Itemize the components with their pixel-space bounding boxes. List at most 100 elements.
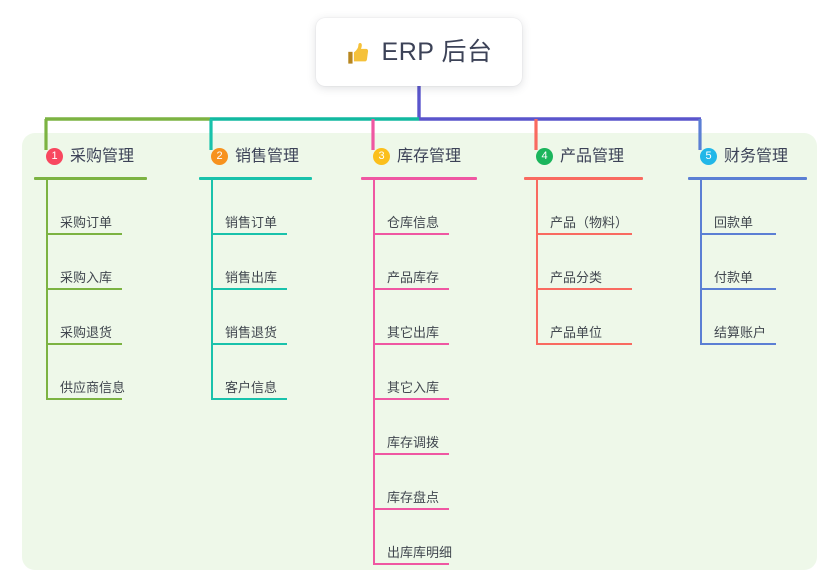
branch-header-2[interactable]: 2 销售管理 [199,144,312,169]
branch-item-underline [46,233,122,235]
branch-item-label: 结算账户 [714,325,767,340]
branch-title: 销售管理 [235,147,300,165]
branch-item[interactable]: 采购订单 [34,180,147,235]
branch-item-underline [211,233,287,235]
root-node[interactable]: ERP 后台 [316,18,522,86]
branch-item[interactable]: 销售出库 [199,235,312,290]
branch-item[interactable]: 其它入库 [361,345,477,400]
branch-spine [46,180,48,400]
branch-number-badge: 4 [536,148,553,165]
branch-item[interactable]: 库存盘点 [361,455,477,510]
branch-item-label: 出库库明细 [387,545,453,560]
branch-item-underline [373,343,449,345]
branch-item-underline [700,343,776,345]
branch-header-5[interactable]: 5 财务管理 [688,144,807,169]
branch-item-underline [373,233,449,235]
branch-item[interactable]: 付款单 [688,235,807,290]
branch-item-underline [211,398,287,400]
branch-item[interactable]: 产品分类 [524,235,643,290]
branch-item-list: 销售订单销售出库销售退货客户信息 [199,180,312,400]
branch-item-underline [373,508,449,510]
branch-item[interactable]: 采购入库 [34,235,147,290]
branch-number-badge: 5 [700,148,717,165]
branch-item-list: 回款单付款单结算账户 [688,180,807,345]
branch-header-4[interactable]: 4 产品管理 [524,144,643,169]
branch-item-label: 付款单 [714,270,754,285]
branch-item[interactable]: 产品单位 [524,290,643,345]
branch-item-underline [46,398,122,400]
branch-header-underline [524,177,643,180]
branch-item-list: 产品（物料） 产品分类产品单位 [524,180,643,345]
branch-item-label: 客户信息 [225,380,278,395]
branch-header-underline [688,177,807,180]
branch-number-badge: 1 [46,148,63,165]
branch-item-underline [211,288,287,290]
branch-item[interactable]: 产品（物料） [524,180,643,235]
branch-item-underline [211,343,287,345]
branch-title: 财务管理 [724,147,789,165]
branch-item[interactable]: 仓库信息 [361,180,477,235]
branch-item[interactable]: 回款单 [688,180,807,235]
branch-item[interactable]: 采购退货 [34,290,147,345]
branch-item[interactable]: 销售退货 [199,290,312,345]
branch-item-label: 采购入库 [60,270,113,285]
branch-number-badge: 2 [211,148,228,165]
branch-item[interactable]: 产品库存 [361,235,477,290]
branch-item-underline [373,453,449,455]
branch-item-label: 销售退货 [225,325,278,340]
root-node-title: ERP 后台 [381,37,493,66]
branch-number-badge: 3 [373,148,390,165]
branch-item-underline [700,233,776,235]
branch-item[interactable]: 其它出库 [361,290,477,345]
branch-item-underline [536,233,632,235]
branch-item-label: 采购退货 [60,325,113,340]
branch-item[interactable]: 销售订单 [199,180,312,235]
branch-item-label: 供应商信息 [60,380,126,395]
branch-column-2: 2 销售管理销售订单销售出库销售退货客户信息 [199,144,312,400]
branch-header-underline [199,177,312,180]
branch-item-underline [46,343,122,345]
branch-item-label: 采购订单 [60,215,113,230]
branch-item-list: 采购订单采购入库采购退货供应商信息 [34,180,147,400]
branch-item-label: 销售出库 [225,270,278,285]
branch-item-underline [373,288,449,290]
branch-spine [211,180,213,400]
branch-item-label: 产品单位 [550,325,603,340]
branch-item-label: 产品（物料） [550,215,629,230]
root-node-content: ERP 后台 [346,39,493,66]
branch-item-label: 销售订单 [225,215,278,230]
branch-item-label: 库存调拨 [387,435,440,450]
branch-item[interactable]: 供应商信息 [34,345,147,400]
branch-item-list: 仓库信息产品库存其它出库其它入库库存调拨库存盘点出库库明细 [361,180,477,565]
branch-item[interactable]: 出库库明细 [361,510,477,565]
branch-item-label: 产品分类 [550,270,603,285]
branch-item-label: 库存盘点 [387,490,440,505]
branch-item-label: 仓库信息 [387,215,440,230]
thumbs-up-icon [347,42,368,64]
branch-item[interactable]: 库存调拨 [361,400,477,455]
branch-title: 产品管理 [560,147,625,165]
branches-background-panel [22,133,817,570]
branch-header-underline [361,177,477,180]
branch-spine [536,180,538,345]
branch-item[interactable]: 客户信息 [199,345,312,400]
branch-item-label: 其它入库 [387,380,440,395]
branch-item-underline [46,288,122,290]
branch-item-underline [536,343,632,345]
branch-item-underline [373,398,449,400]
branch-column-5: 5 财务管理回款单付款单结算账户 [688,144,807,345]
branch-item[interactable]: 结算账户 [688,290,807,345]
branch-item-label: 回款单 [714,215,754,230]
branch-spine [373,180,375,565]
branch-header-underline [34,177,147,180]
branch-item-label: 产品库存 [387,270,440,285]
branch-item-underline [373,563,449,565]
branch-column-4: 4 产品管理产品（物料） 产品分类产品单位 [524,144,643,345]
branch-spine [700,180,702,345]
